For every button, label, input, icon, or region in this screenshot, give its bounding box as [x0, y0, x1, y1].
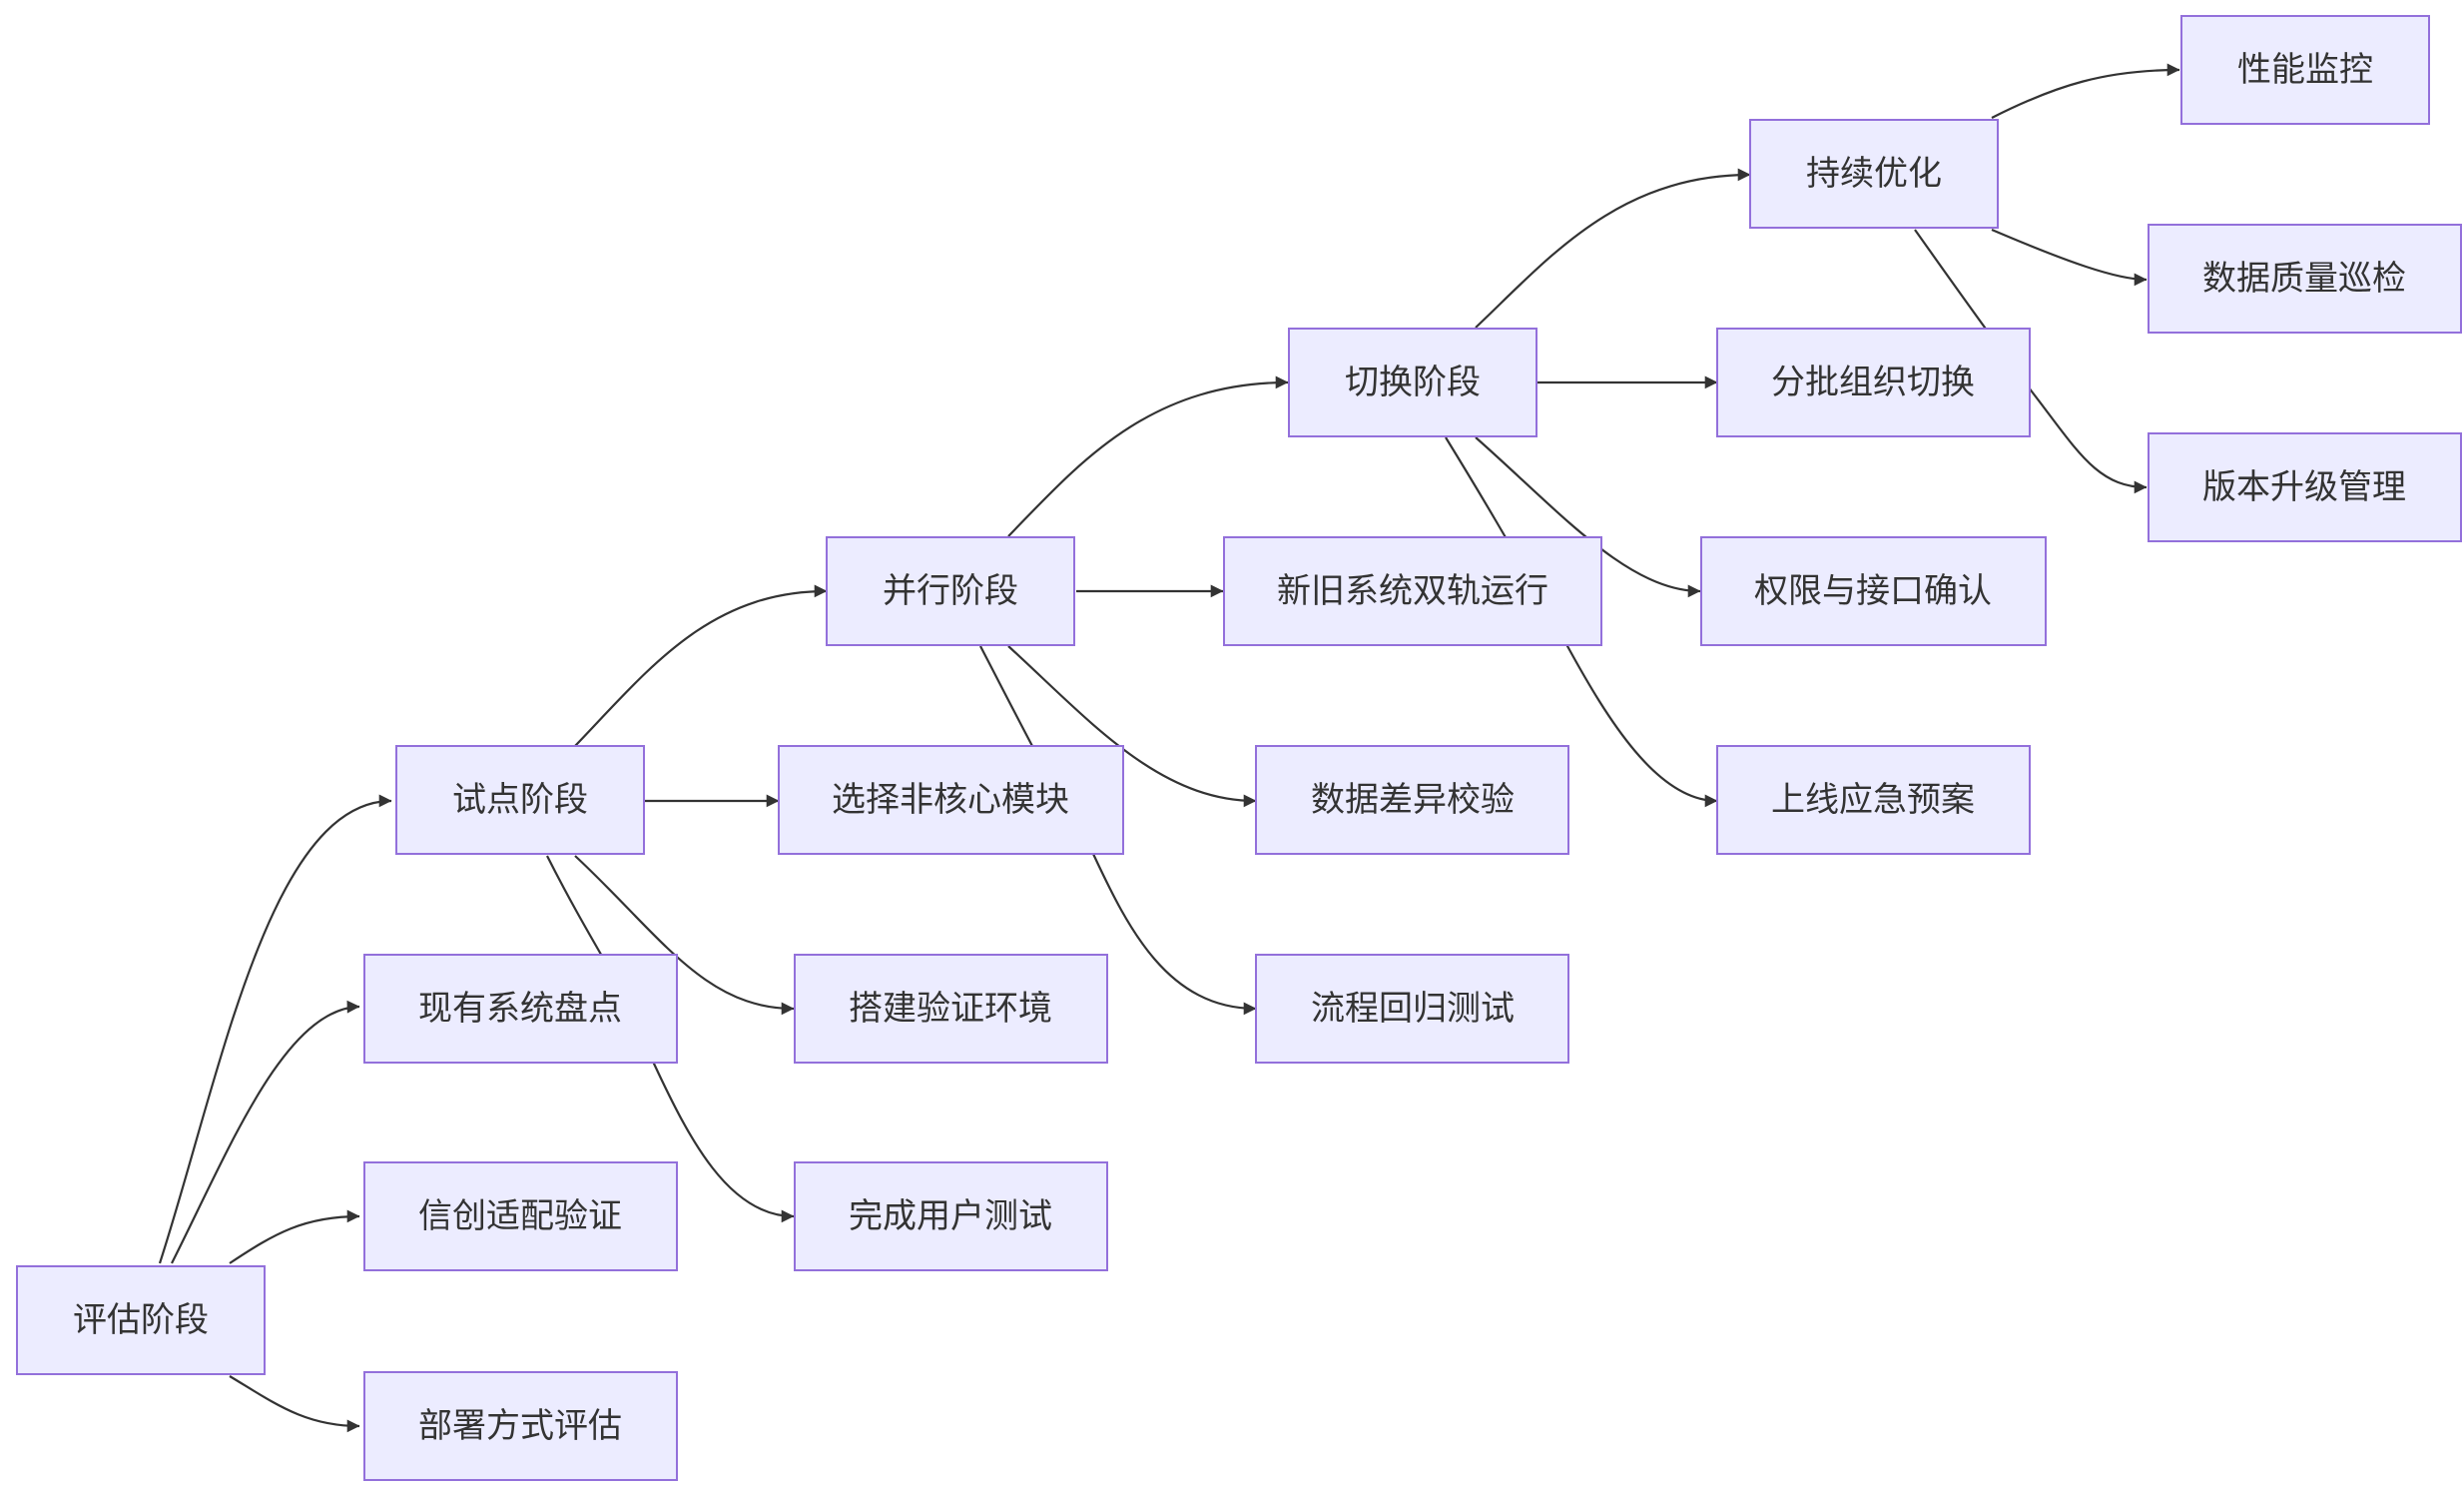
node-pilot-label: 试点阶段: [452, 780, 588, 820]
edge-assess-inventory: [171, 1000, 360, 1264]
edge-optimize-dq: [1991, 228, 2148, 287]
node-perf-label: 性能监控: [2237, 50, 2373, 90]
node-pilot[interactable]: 试点阶段: [395, 745, 645, 855]
node-diffcheck-label: 数据差异校验: [1311, 780, 1515, 820]
node-perf[interactable]: 性能监控: [2180, 15, 2430, 125]
edge-assess-xinchuang: [229, 1209, 360, 1264]
node-parallel[interactable]: 并行阶段: [826, 536, 1075, 646]
node-xinchuang-label: 信创适配验证: [418, 1196, 622, 1236]
node-regression-label: 流程回归测试: [1311, 989, 1515, 1029]
node-parallel-label: 并行阶段: [883, 571, 1018, 611]
node-perm-label: 权限与接口确认: [1754, 571, 1992, 611]
node-emergency[interactable]: 上线应急预案: [1716, 745, 2031, 855]
node-dq-label: 数据质量巡检: [2202, 259, 2406, 299]
node-assess-label: 评估阶段: [73, 1300, 209, 1340]
node-usertest[interactable]: 完成用户测试: [794, 1161, 1108, 1271]
edge-switch-optimize: [1475, 168, 1751, 329]
node-dualtrack[interactable]: 新旧系统双轨运行: [1223, 536, 1602, 646]
edge-assess-pilot: [158, 794, 392, 1264]
node-batch[interactable]: 分批组织切换: [1716, 328, 2031, 437]
node-switch-label: 切换阶段: [1345, 363, 1481, 402]
node-perm[interactable]: 权限与接口确认: [1700, 536, 2047, 646]
node-emergency-label: 上线应急预案: [1771, 780, 1975, 820]
edge-parallel-diffcheck: [1007, 645, 1257, 808]
node-optimize[interactable]: 持续优化: [1749, 119, 1999, 229]
node-dq[interactable]: 数据质量巡检: [2148, 224, 2462, 334]
node-select-label: 选择非核心模块: [832, 780, 1069, 820]
node-inventory-label: 现有系统盘点: [418, 989, 622, 1029]
node-dualtrack-label: 新旧系统双轨运行: [1277, 571, 1548, 611]
node-env-label: 搭建验证环境: [849, 989, 1052, 1029]
node-upgrade-label: 版本升级管理: [2202, 467, 2406, 507]
node-assess[interactable]: 评估阶段: [16, 1265, 266, 1375]
edge-assess-deploy: [229, 1375, 360, 1433]
node-deploy-label: 部署方式评估: [418, 1406, 622, 1446]
node-inventory[interactable]: 现有系统盘点: [363, 954, 678, 1064]
node-env[interactable]: 搭建验证环境: [794, 954, 1108, 1064]
edge-pilot-env: [574, 855, 795, 1016]
edge-optimize-upgrade: [1914, 229, 2148, 494]
node-regression[interactable]: 流程回归测试: [1255, 954, 1569, 1064]
node-upgrade[interactable]: 版本升级管理: [2148, 432, 2462, 542]
edge-parallel-switch: [1007, 375, 1289, 537]
node-deploy[interactable]: 部署方式评估: [363, 1371, 678, 1481]
nodes-layer: 评估阶段 现有系统盘点 信创适配验证 部署方式评估 试点阶段 选择非核心模块 搭…: [16, 15, 2462, 1481]
node-optimize-label: 持续优化: [1806, 154, 1942, 194]
edge-pilot-parallel: [574, 584, 828, 747]
node-select[interactable]: 选择非核心模块: [778, 745, 1124, 855]
edge-optimize-perf: [1991, 63, 2180, 119]
node-usertest-label: 完成用户测试: [849, 1196, 1052, 1236]
node-switch[interactable]: 切换阶段: [1288, 328, 1538, 437]
node-xinchuang[interactable]: 信创适配验证: [363, 1161, 678, 1271]
node-diffcheck[interactable]: 数据差异校验: [1255, 745, 1569, 855]
node-batch-label: 分批组织切换: [1771, 363, 1975, 402]
